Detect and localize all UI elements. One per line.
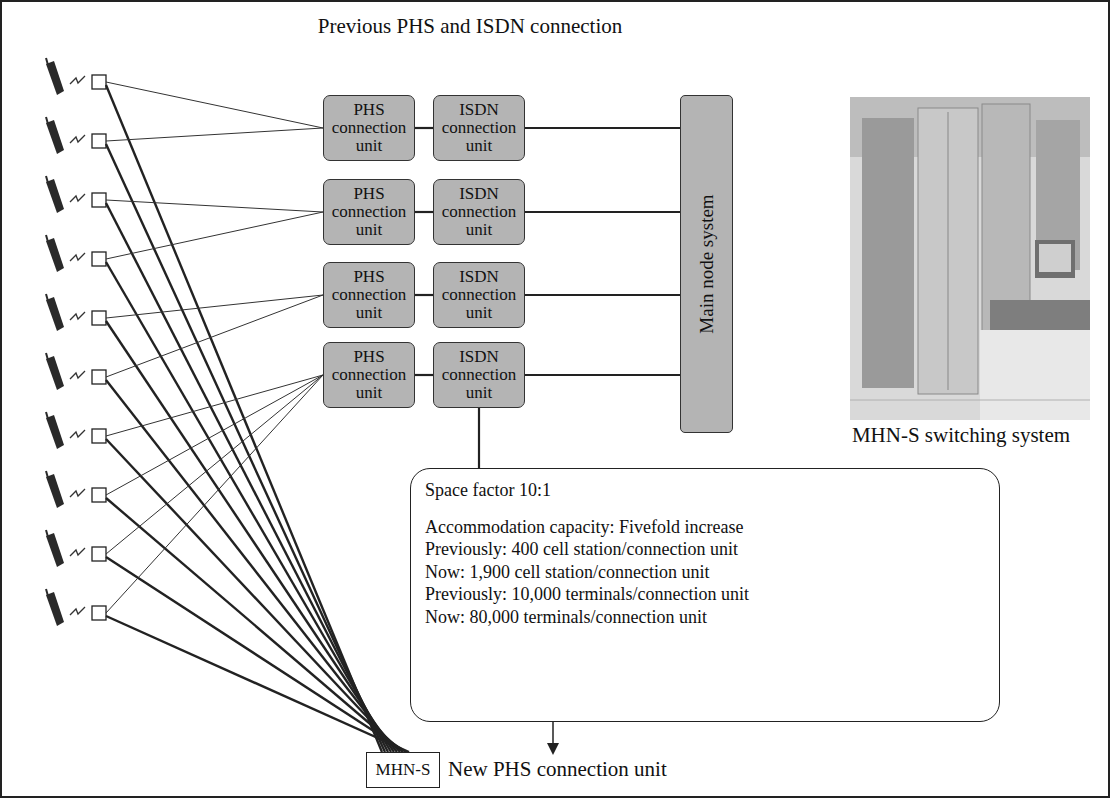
phone-icon bbox=[46, 117, 64, 154]
phs-unit-box: PHS connection unit bbox=[323, 262, 415, 328]
main-node-box: Main node system bbox=[680, 95, 733, 433]
info-line: Space factor 10:1 bbox=[425, 479, 551, 502]
thin-wire bbox=[106, 295, 323, 318]
connector bbox=[415, 128, 433, 129]
connector-line bbox=[415, 127, 433, 129]
photo-caption: MHN-S switching system bbox=[815, 423, 1107, 448]
isdn-unit-box: ISDN connection unit bbox=[433, 95, 525, 161]
isdn-unit-box: ISDN connection unit bbox=[433, 179, 525, 245]
base-station bbox=[92, 134, 106, 148]
connector-line bbox=[415, 211, 433, 213]
mhn-box: MHN-S bbox=[366, 752, 440, 788]
base-station bbox=[92, 311, 106, 325]
thick-wire bbox=[106, 616, 409, 752]
isdn-unit-box: ISDN connection unit bbox=[433, 342, 525, 408]
phs-unit-box: PHS connection unit bbox=[323, 179, 415, 245]
thick-wire bbox=[106, 498, 403, 752]
connector-line bbox=[525, 294, 680, 296]
node-label: PHS connection unit bbox=[328, 268, 410, 322]
connector bbox=[415, 375, 433, 376]
node-label: ISDN connection unit bbox=[438, 101, 520, 155]
base-station bbox=[92, 429, 106, 443]
info-line: Previously: 400 cell station/connection … bbox=[425, 538, 738, 561]
down-arrow bbox=[547, 722, 559, 755]
connector bbox=[479, 408, 480, 468]
thin-wire bbox=[106, 200, 323, 212]
phone-icon bbox=[46, 58, 64, 95]
isdn-unit-box: ISDN connection unit bbox=[433, 262, 525, 328]
base-station bbox=[92, 606, 106, 620]
connector bbox=[415, 212, 433, 213]
base-station bbox=[92, 193, 106, 207]
radio-symbol bbox=[70, 548, 85, 556]
thick-wire bbox=[106, 557, 406, 752]
base-station bbox=[92, 488, 106, 502]
connector-line bbox=[415, 374, 433, 376]
connector bbox=[415, 295, 433, 296]
node-label: ISDN connection unit bbox=[438, 348, 520, 402]
info-box: Space factor 10:1Accommodation capacity:… bbox=[410, 468, 1000, 722]
radio-symbol bbox=[70, 371, 85, 379]
connector bbox=[525, 295, 680, 296]
base-station bbox=[92, 547, 106, 561]
phone-group bbox=[46, 58, 106, 626]
connector-line bbox=[525, 374, 680, 376]
connector bbox=[525, 375, 680, 376]
thin-wire bbox=[106, 295, 323, 377]
unit-caption: New PHS connection unit bbox=[448, 757, 748, 782]
phone-icon bbox=[46, 176, 64, 213]
thin-wire bbox=[106, 375, 323, 436]
thin-wire bbox=[106, 375, 323, 613]
radio-symbol bbox=[70, 430, 85, 438]
connector bbox=[525, 212, 680, 213]
thin-wire bbox=[106, 212, 323, 259]
base-station bbox=[92, 75, 106, 89]
radio-symbol bbox=[70, 312, 85, 320]
phone-icon bbox=[46, 530, 64, 567]
radio-symbol bbox=[70, 489, 85, 497]
node-label: ISDN connection unit bbox=[438, 185, 520, 239]
phone-icon bbox=[46, 353, 64, 390]
connector-line bbox=[478, 408, 480, 468]
phone-icon bbox=[46, 471, 64, 508]
phone-icon bbox=[46, 412, 64, 449]
node-label: PHS connection unit bbox=[328, 101, 410, 155]
node-label: PHS connection unit bbox=[328, 185, 410, 239]
phone-icon bbox=[46, 589, 64, 626]
node-label: Main node system bbox=[696, 194, 718, 333]
thick-wire bbox=[106, 380, 397, 752]
radio-symbol bbox=[70, 194, 85, 202]
connector bbox=[525, 128, 680, 129]
info-line: Accommodation capacity: Fivefold increas… bbox=[425, 516, 743, 539]
group-heading: Previous PHS and ISDN connection bbox=[310, 14, 630, 39]
connector-line bbox=[525, 211, 680, 213]
info-line: Previously: 10,000 terminals/connection … bbox=[425, 583, 749, 606]
phs-unit-box: PHS connection unit bbox=[323, 95, 415, 161]
thin-wire bbox=[106, 82, 323, 128]
thin-wire bbox=[106, 375, 323, 554]
node-label: PHS connection unit bbox=[328, 348, 410, 402]
radio-symbol bbox=[70, 135, 85, 143]
connector-line bbox=[415, 294, 433, 296]
node-label: MHN-S bbox=[376, 760, 431, 780]
radio-symbol bbox=[70, 607, 85, 615]
thick-wire bbox=[106, 262, 391, 752]
radio-symbol bbox=[70, 76, 85, 84]
thin-wire bbox=[106, 128, 323, 141]
info-line: Now: 1,900 cell station/connection unit bbox=[425, 561, 709, 584]
base-station bbox=[92, 252, 106, 266]
info-line: Now: 80,000 terminals/connection unit bbox=[425, 606, 707, 629]
phone-icon bbox=[46, 235, 64, 272]
phs-unit-box: PHS connection unit bbox=[323, 342, 415, 408]
connector-line bbox=[525, 127, 680, 129]
switching-photo bbox=[850, 97, 1090, 420]
node-label: ISDN connection unit bbox=[438, 268, 520, 322]
base-station bbox=[92, 370, 106, 384]
thick-wire bbox=[106, 439, 400, 752]
thin-wire bbox=[106, 375, 323, 495]
phone-icon bbox=[46, 294, 64, 331]
radio-symbol bbox=[70, 253, 85, 261]
